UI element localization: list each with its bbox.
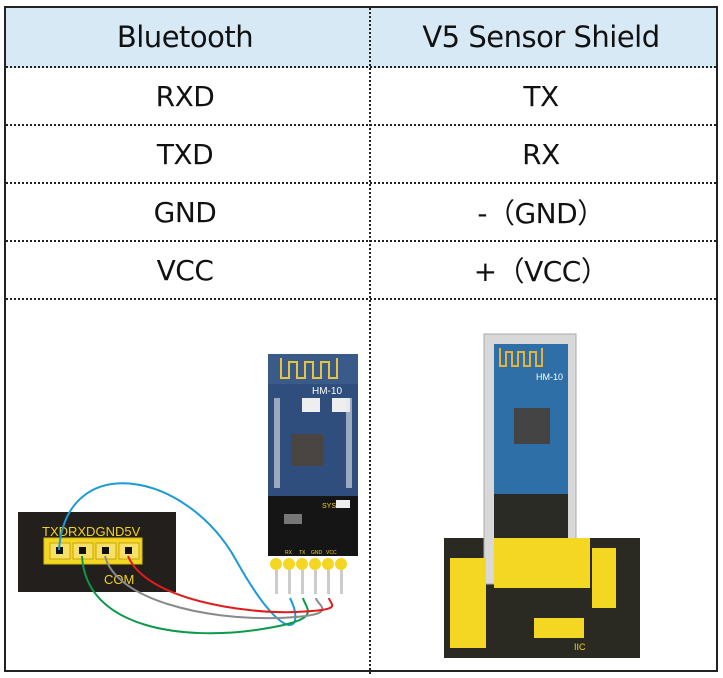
pin-mapping-table: Bluetooth V5 Sensor Shield RXD TX TXD RX…: [4, 6, 718, 674]
table-row: GND -（GND）: [6, 184, 716, 242]
wire-vcc: [127, 555, 334, 614]
table-row: VCC +（VCC）: [6, 242, 716, 300]
wire-gnd: [104, 555, 324, 620]
shield-pin: -（GND）: [477, 197, 605, 230]
svg-text:RX: RX: [285, 550, 293, 556]
hm10-module: HM-10 SYS RX TX GND VCC: [268, 354, 358, 594]
sys-label: SYS: [322, 503, 336, 510]
header-v5-sensor-shield: V5 Sensor Shield: [422, 20, 660, 54]
shield-pin: RX: [522, 137, 560, 171]
bluetooth-pin: VCC: [156, 253, 214, 287]
hm10-label: HM-10: [312, 386, 342, 397]
shield-port: TXDRXDGND5V COM: [18, 512, 176, 592]
module-photo: HM-10 IIC: [444, 333, 640, 658]
svg-text:GND: GND: [311, 550, 323, 556]
module-pin-labels: RX TX GND VCC: [285, 550, 337, 556]
table-header-row: Bluetooth V5 Sensor Shield: [6, 8, 716, 68]
bluetooth-pin: GND: [153, 195, 217, 229]
table-row: RXD TX: [6, 68, 716, 126]
shield-port-labels: TXDRXDGND5V: [42, 524, 141, 539]
svg-text:VCC: VCC: [326, 550, 337, 556]
bluetooth-pin: TXD: [156, 137, 214, 171]
wiring-diagram: TXDRXDGND5V COM HM-10: [18, 354, 358, 635]
shield-pin: +（VCC）: [473, 255, 609, 288]
column-divider: [369, 8, 371, 674]
photo-iic-label: IIC: [574, 642, 586, 652]
table-row: TXD RX: [6, 126, 716, 184]
illustration-row: TXDRXDGND5V COM HM-10: [6, 300, 716, 670]
photo-hm10-label: HM-10: [536, 372, 563, 382]
module-header-pins: [270, 558, 347, 594]
wire-txd: [58, 482, 297, 626]
shield-pin: TX: [523, 79, 559, 113]
svg-text:TX: TX: [299, 550, 306, 556]
header-bluetooth: Bluetooth: [116, 20, 254, 54]
bluetooth-pin: RXD: [155, 79, 215, 113]
